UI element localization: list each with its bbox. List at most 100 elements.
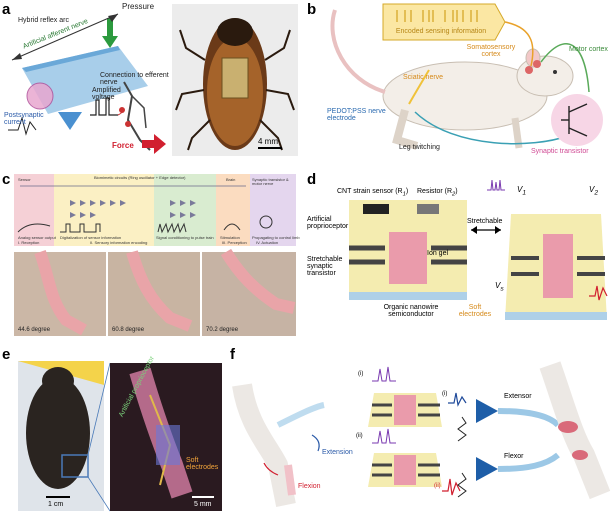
stretchable-transistor-label: Stretchable synaptic transistor (307, 256, 343, 277)
circuit-triangles (70, 200, 196, 218)
force-arrow-head (154, 134, 166, 154)
connection-label: Connection to efferent nerve (100, 72, 169, 86)
hybrid-reflex-arc-label: Hybrid reflex arc (18, 17, 69, 24)
current-f-bottom (442, 478, 461, 496)
leg-photo-1 (34, 249, 87, 336)
mouse-head (42, 367, 74, 395)
amplifier-triangle (58, 112, 82, 130)
current-f-top (448, 392, 467, 407)
stage-title-1: I. Reception (18, 240, 40, 245)
stage-label-synaptic: Synaptic transistor & motor nerve (252, 177, 289, 186)
wire-1 (117, 109, 123, 116)
stage-label-brain: Brain (226, 177, 236, 182)
panel-label-f: f (230, 346, 235, 363)
mouse-body (26, 377, 90, 489)
cockroach-legs (175, 29, 295, 151)
amp-flexor (476, 457, 498, 481)
panel-d-graphic (349, 179, 608, 320)
stage-title-2: II. Sensory information encoding (90, 240, 148, 245)
somatosensory-spot (525, 66, 533, 74)
stretch-arrow-right (495, 226, 501, 234)
stage-5-bg (250, 174, 296, 246)
resistor-f-top (457, 416, 467, 442)
extension-arrow (311, 434, 320, 452)
wire-to-cortex (504, 21, 534, 67)
sub-caption-3: Signal conditioning to pulse train (156, 235, 214, 240)
force-arrow-shaft (142, 140, 154, 148)
gel-f-bottom (394, 455, 416, 485)
panel-label-d: d (307, 171, 317, 188)
input-pulses (487, 179, 505, 191)
zoom-box (61, 454, 89, 478)
nerve-double-arrow (11, 13, 119, 61)
encoded-spikes (396, 10, 478, 22)
transistor-symbol (561, 103, 588, 137)
muscle-right-bottom (572, 450, 588, 460)
ion-gel (389, 232, 427, 284)
photo-1-bg (14, 252, 106, 336)
force-label: Force (112, 141, 134, 150)
panel-e-graphic (18, 361, 222, 512)
motor-spot (533, 60, 541, 68)
extensor-cable (497, 408, 561, 428)
leg-photo-2 (126, 250, 193, 332)
right-electrodes (511, 256, 605, 276)
postsynaptic-current-label: Postsynaptic current (4, 112, 44, 126)
roman-ii-left: (ii) (356, 433, 363, 439)
f-electrodes (372, 403, 440, 477)
extension-foot (276, 402, 325, 428)
panel-a: a Hybrid reflex arc Pressure Artificial … (0, 0, 300, 160)
artificial-proprioceptor-label: Artificial proprioceptor (307, 216, 349, 230)
flexion-foot (284, 464, 296, 496)
zoom-line-top (87, 362, 111, 456)
synaptic-transistor-label: Synaptic transistor (531, 148, 589, 155)
sub-caption-5: Propagating to control limb (252, 235, 300, 240)
panel-f: f Extension Flexion Extensor Flexor (i) … (228, 345, 612, 515)
implant-device (156, 425, 180, 465)
soft-electrodes-e-label: Soft electrodes (186, 457, 219, 471)
angle-1: 44.6 degree (18, 327, 51, 333)
pulses-f-top (372, 366, 396, 382)
leg-left (232, 383, 296, 507)
rat-head (516, 55, 574, 97)
soft-electrode-strip (349, 292, 467, 300)
panel-label-c: c (2, 171, 11, 188)
amp-extensor (476, 399, 498, 423)
wire-motor (540, 43, 590, 93)
cnt-sensor (363, 204, 389, 214)
sub-caption-1: Analog sensor output (18, 235, 56, 240)
rat-tail (330, 9, 386, 94)
nanowire-label: Organic nanowire semiconductor (383, 304, 439, 318)
panel-f-graphic (232, 361, 611, 507)
panel-label-e: e (2, 346, 11, 363)
pressure-arrow-head (102, 36, 118, 48)
v1-label: V1 (517, 185, 527, 197)
angle-2: 60.8 degree (112, 327, 145, 333)
resistor-label: Resistor (R2) (417, 188, 458, 198)
somatosensory-label: Somatosensory cortex (466, 44, 516, 58)
scale-label-e-left: 1 cm (48, 501, 64, 508)
rat-eye (553, 70, 557, 74)
photo-3-bg (202, 252, 296, 336)
pedot-label: PEDOT:PSS nerve electrode (327, 108, 386, 122)
rat-hind-leg (392, 108, 419, 150)
panel-label-a: a (2, 1, 11, 18)
pressure-arrow-shaft (107, 18, 113, 38)
electrode-dot-2 (125, 121, 131, 127)
nerve-arrow-tip-right (108, 14, 118, 22)
panel-label-b: b (307, 1, 317, 18)
v2-label: V2 (589, 185, 599, 197)
cnt-sensor-label: CNT strain sensor (R1) (337, 188, 409, 198)
roman-i-left: (i) (358, 371, 364, 377)
stage-title-3: III. Perception (222, 240, 247, 245)
synaptic-transistor-bg (551, 94, 603, 146)
stretchable-label: Stretchable (467, 218, 503, 225)
roman-i-right: (i) (442, 391, 448, 397)
extensor-label: Extensor (504, 393, 532, 400)
stage-label-sensor: Sensor (18, 177, 31, 182)
pressure-label: Pressure (122, 2, 155, 11)
flexion-arrow (263, 462, 279, 476)
scale-label-a: 4 mm (258, 137, 278, 146)
soft-electrode-strip-right (505, 312, 607, 320)
sub-caption-2: Digitalization of sensor information (60, 235, 122, 240)
